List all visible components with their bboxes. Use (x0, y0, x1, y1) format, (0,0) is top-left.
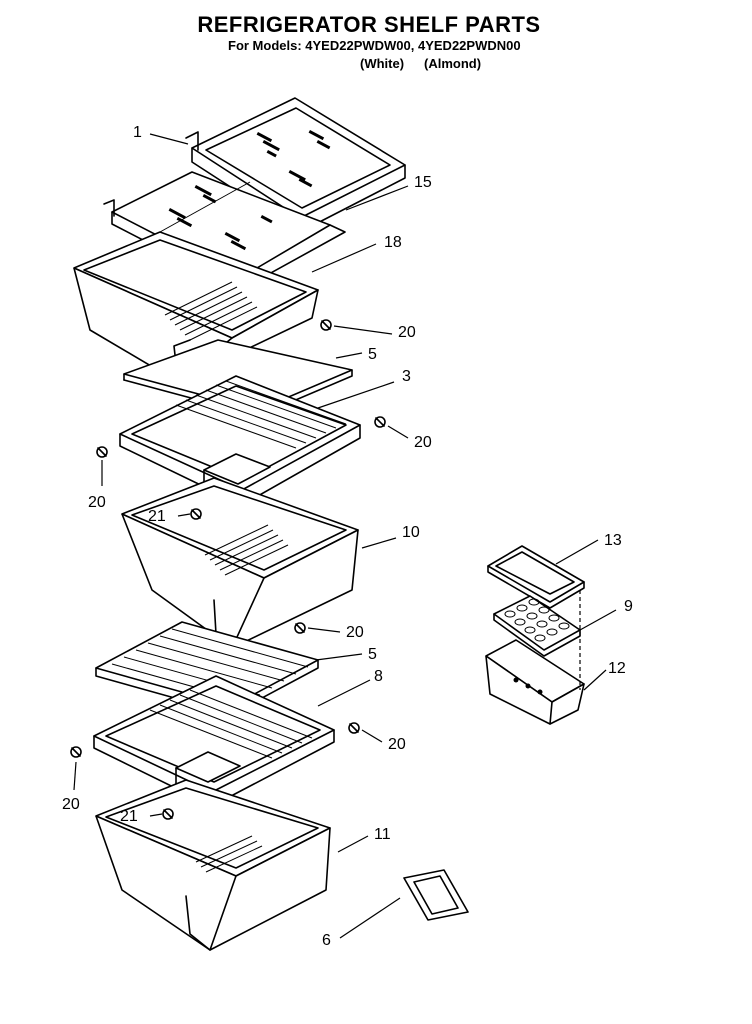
fastener-20-d (294, 622, 306, 634)
callout-5-lower: 5 (368, 646, 377, 663)
callout-20-e: 20 (388, 736, 406, 753)
part-8-frame (93, 675, 335, 807)
fastener-20-a (320, 319, 332, 331)
callout-21-b: 21 (120, 808, 138, 825)
callout-15: 15 (414, 174, 432, 191)
callout-20-d: 20 (346, 624, 364, 641)
model-numbers: For Models: 4YED22PWDW00, 4YED22PWDN00 (228, 38, 521, 53)
callout-8: 8 (374, 668, 383, 685)
fastener-20-c (96, 446, 108, 458)
color-label-white: (White) (360, 56, 405, 71)
fastener-21-a (190, 508, 202, 520)
callout-10: 10 (402, 524, 420, 541)
fastener-20-e (348, 722, 360, 734)
callout-3: 3 (402, 368, 411, 385)
part-10-drawer (121, 477, 359, 649)
part-3-frame (119, 375, 361, 506)
callout-20-a: 20 (398, 324, 416, 341)
callout-21-a: 21 (148, 508, 166, 525)
callout-20-c: 20 (88, 494, 106, 511)
callout-13: 13 (604, 532, 622, 549)
callout-20-f: 20 (62, 796, 80, 813)
fastener-20-b (374, 416, 386, 428)
fastener-20-f (70, 746, 82, 758)
callout-5-upper: 5 (368, 346, 377, 363)
callout-12: 12 (608, 660, 626, 677)
part-13-lid (487, 545, 585, 609)
part-12-bin (485, 639, 585, 725)
fastener-21-b (162, 808, 174, 820)
leader-lines (73, 133, 617, 939)
callout-1: 1 (133, 124, 142, 141)
callout-9: 9 (624, 598, 633, 615)
callout-11: 11 (374, 826, 391, 843)
callout-18: 18 (384, 234, 402, 251)
callout-20-b: 20 (414, 434, 432, 451)
part-11-drawer (95, 779, 331, 951)
callout-6: 6 (322, 932, 331, 949)
part-6-plate (403, 869, 469, 921)
diagram-title: REFRIGERATOR SHELF PARTS (197, 12, 541, 37)
color-label-almond: (Almond) (424, 56, 482, 71)
